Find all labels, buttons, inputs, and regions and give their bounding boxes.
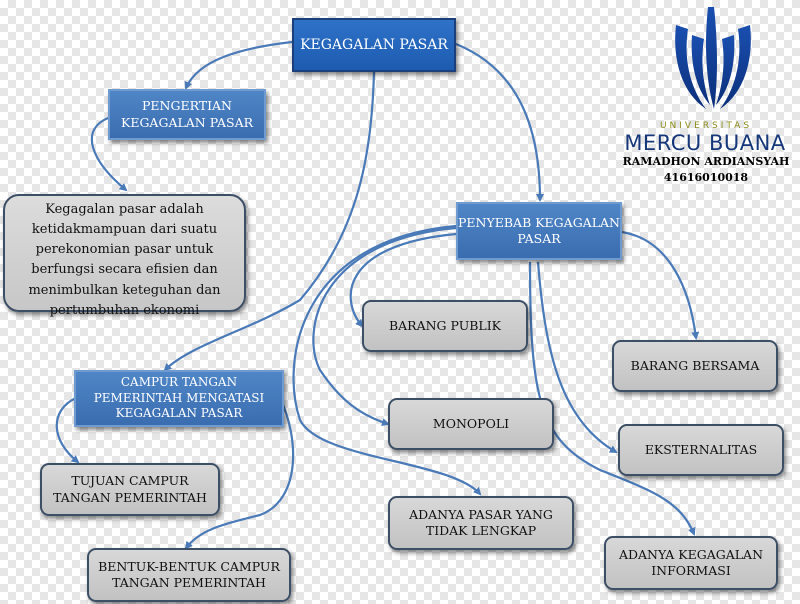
author-name: RAMADHON ARDIANSYAH xyxy=(622,155,790,168)
causes-heading-label: PENYEBAB KEGAGALAN PASAR xyxy=(458,214,620,246)
arrow-causes-to-pasar-tidak-lengkap xyxy=(292,224,482,496)
cause-label: MONOPOLI xyxy=(432,415,510,431)
cause-label: ADANYA PASAR YANG TIDAK LENGKAP xyxy=(409,506,553,538)
cause-box-barang-publik: BARANG PUBLIK xyxy=(362,300,528,352)
definition-text-box: Kegagalan pasar adalah ketidakmampuan da… xyxy=(3,194,246,318)
intervention-goal-label: TUJUAN CAMPUR TANGAN PEMERINTAH xyxy=(53,473,207,505)
arrow-intervention-to-forms xyxy=(184,397,295,550)
intervention-heading-label: CAMPUR TANGAN PEMERINTAH MENGATASI KEGAG… xyxy=(93,375,265,421)
arrow-definition-to-description xyxy=(90,116,128,192)
cause-label: BARANG PUBLIK xyxy=(388,317,502,333)
cause-label: BARANG BERSAMA xyxy=(630,357,760,373)
university-logo-icon xyxy=(675,7,751,109)
intervention-heading-box: CAMPUR TANGAN PEMERINTAH MENGATASI KEGAG… xyxy=(74,370,284,427)
cause-label: ADANYA KEGAGALAN INFORMASI xyxy=(618,546,764,578)
arrow-causes-to-barang-publik xyxy=(349,232,457,328)
intervention-goal-box: TUJUAN CAMPUR TANGAN PEMERINTAH xyxy=(40,463,220,516)
definition-heading-box: PENGERTIAN KEGAGALAN PASAR xyxy=(108,89,266,140)
cause-label: EKSTERNALITAS xyxy=(644,441,758,457)
author-info: RAMADHON ARDIANSYAH 41616010018 xyxy=(612,154,800,186)
title-box: KEGAGALAN PASAR xyxy=(292,18,456,72)
cause-box-informasi: ADANYA KEGAGALAN INFORMASI xyxy=(604,536,778,590)
definition-text: Kegagalan pasar adalah ketidakmampuan da… xyxy=(28,202,221,318)
logo-university-name: MERCU BUANA xyxy=(624,131,786,155)
author-id: 41616010018 xyxy=(663,170,749,184)
arrow-intervention-to-goal xyxy=(55,397,80,464)
cause-box-eksternalitas: EKSTERNALITAS xyxy=(618,424,784,476)
logo-universitas-text: UNIVERSITAS xyxy=(659,121,753,131)
cause-box-barang-bersama: BARANG BERSAMA xyxy=(612,340,778,392)
causes-heading-box: PENYEBAB KEGAGALAN PASAR xyxy=(456,202,622,260)
intervention-forms-box: BENTUK-BENTUK CAMPUR TANGAN PEMERINTAH xyxy=(87,548,291,602)
arrow-causes-to-informasi xyxy=(528,261,696,536)
arrow-causes-to-eksternalitas xyxy=(536,261,618,453)
arrow-title-to-definition xyxy=(184,40,293,90)
definition-heading-label: PENGERTIAN KEGAGALAN PASAR xyxy=(120,98,254,130)
title-label: KEGAGALAN PASAR xyxy=(300,36,448,53)
arrow-causes-to-monopoli xyxy=(312,226,457,426)
arrow-causes-to-barang-bersama xyxy=(621,230,700,340)
intervention-forms-label: BENTUK-BENTUK CAMPUR TANGAN PEMERINTAH xyxy=(98,558,280,590)
arrow-title-to-causes xyxy=(455,42,544,202)
cause-box-pasar-tidak-lengkap: ADANYA PASAR YANG TIDAK LENGKAP xyxy=(388,496,574,550)
cause-box-monopoli: MONOPOLI xyxy=(388,398,554,450)
arrow-title-to-intervention xyxy=(163,71,376,372)
